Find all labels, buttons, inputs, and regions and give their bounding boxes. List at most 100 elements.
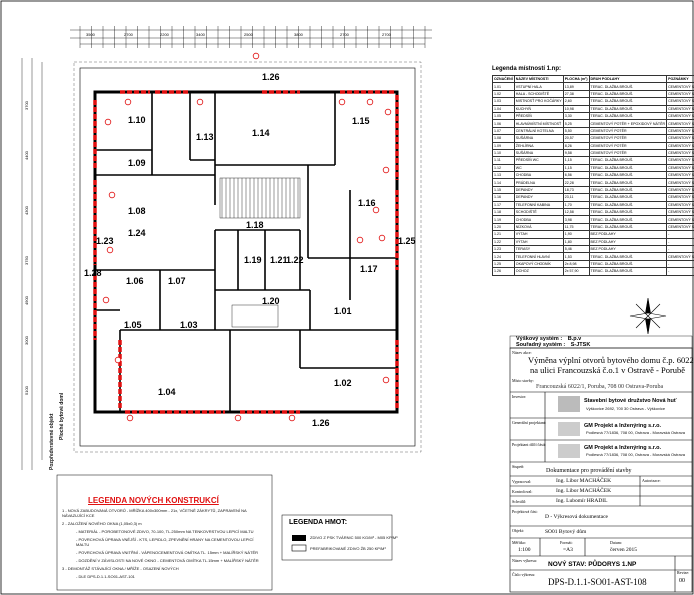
legend-cell: 1.09 — [492, 141, 515, 150]
part-logo — [558, 444, 580, 458]
legend-cell: - — [666, 244, 694, 254]
coord-system-label: Souřadný systém : — [516, 342, 566, 348]
legend-cell: TERAC. DLAŽBA BROUŠ. — [588, 163, 668, 173]
gen-address: Podlesná 77/1836, 708 00, Ostrava - Mora… — [586, 430, 685, 435]
legend-cell: 3,30 — [562, 111, 590, 121]
legend-cell: 1.17 — [492, 200, 515, 210]
legend-cell: 2x 57,90 — [562, 267, 590, 276]
dimension-lines-left — [21, 58, 43, 470]
legend-cell: TELEFONNÍ HLAVNÍ — [513, 252, 564, 261]
legend-cell: 1.15 — [492, 185, 515, 195]
side-label-left: Pozpředvrstevné objekt — [49, 413, 55, 470]
legend-header-cell: NÁZEV MÍSTNOSTI — [513, 74, 564, 84]
legend-cell: 1.01 — [492, 82, 515, 91]
dimension-label: 3400 — [196, 32, 206, 37]
legend-cell: 1.23 — [492, 244, 515, 254]
legend-cell: TERAC. DLAŽBA BROUŠ. — [588, 171, 668, 180]
room-label: 1.16 — [358, 198, 376, 208]
window-marker — [234, 414, 242, 422]
cast-value: D - Výkresová dokumentace — [545, 514, 608, 520]
room-label: 1.25 — [398, 236, 416, 246]
legend-cell: 1,15 — [562, 163, 590, 173]
legend-cell: 1.11 — [492, 156, 515, 165]
legend-cell: CEMENTOVÝ SOKLÍK — [666, 148, 694, 158]
room-label: 1.01 — [334, 306, 352, 316]
legend-cell: 1.08 — [492, 134, 515, 143]
walkway-outline — [73, 61, 422, 453]
legend-cell: 9,58 — [562, 148, 590, 158]
dimension-label: 2700 — [124, 32, 134, 37]
legend-cell: - — [666, 267, 694, 276]
coord-system-value: S-JTSK — [570, 342, 591, 348]
misto-value: Francouzská 6022/1, Poruba, 708 00 Ostra… — [536, 384, 664, 390]
room-label: 1.14 — [252, 128, 270, 138]
legend-cell: 1.13 — [492, 171, 515, 180]
legend-cell: TERAC. DLAŽBA BROUŠ. — [588, 178, 668, 187]
window-marker — [372, 206, 380, 214]
legend-cell: VÝTAH — [513, 230, 564, 239]
legend-cell: 1.06 — [492, 119, 515, 128]
legend-cell: 1.02 — [492, 89, 515, 99]
meritko-label: Měřítko: — [512, 540, 526, 545]
coord-label2: Souřadný systém : S-JTSK — [516, 342, 590, 348]
legend-cell: TERAC. DLAŽBA BROUŠ. — [588, 215, 668, 224]
legend-cell: CEMENTOVÝ POTĚR + EPOXIDOVÝ NÁTĚR — [588, 119, 668, 128]
legend-cell: 1.03 — [492, 97, 515, 106]
schvalil-label: Schválil: — [512, 499, 527, 504]
legend-cell: OCHOZ — [513, 267, 564, 276]
legend-cell: CEMENTOVÝ SOKLÍK — [666, 215, 694, 224]
legend-cell: TERAC. DLAŽBA BROUŠ. — [588, 185, 668, 195]
room-label: 1.07 — [168, 276, 186, 286]
room-label: 1.15 — [352, 116, 370, 126]
legend-cell: BEZ PODLAHY — [588, 244, 668, 254]
legend-cell: CEMENTOVÝ POTĚR — [588, 141, 668, 150]
legend-cell: 23,11 — [562, 193, 590, 202]
dimension-label: 3700 — [24, 100, 29, 110]
kontroloval-label: Kontroloval: — [512, 489, 533, 494]
legend-cell: 1.20 — [492, 222, 515, 232]
legend-cell: TERAC. DLAŽBA BROUŠ. — [588, 208, 668, 217]
objekt-label: Objekt: — [512, 528, 524, 533]
legend-cell: HALA - SCHODIŠTĚ — [513, 89, 564, 99]
legend-header-cell: PLOCHA (m²) — [562, 74, 590, 84]
gen-logo — [558, 422, 580, 436]
coord-height-label: Výškový systém : — [516, 336, 563, 342]
room-label: 1.02 — [334, 378, 352, 388]
dimension-label: 3750 — [24, 255, 29, 265]
legend-cell: PŘEDSÍŇ WC — [513, 156, 564, 165]
nazev-value: NOVÝ STAV: PŮDORYS 1.NP — [548, 561, 637, 568]
legend-cell: 10,98 — [562, 104, 590, 113]
window-marker — [124, 98, 132, 106]
cast-label: Projektová část: — [512, 509, 538, 514]
vypracoval-label: Vypracoval: — [512, 479, 532, 484]
legend-cell: TERAC. DLAŽBA BROUŠ. — [588, 259, 668, 269]
legend-cell: TERAC. DLAŽBA BROUŠ. — [588, 222, 668, 232]
legend-cell: CEMENTOVÝ SOKLÍK — [666, 104, 694, 113]
legend-cell: OKAPOVÝ CHODNÍK — [513, 259, 564, 269]
room-label: 1.18 — [246, 220, 264, 230]
dimension-label: 4300 — [24, 205, 29, 215]
legend-cell: 5,50 — [562, 126, 590, 136]
dimension-label: 4400 — [24, 150, 29, 160]
kontroloval-value: Ing. Libor MACHÁČEK — [556, 488, 612, 494]
legend-cell: CEMENTOVÝ POTĚR — [588, 126, 668, 136]
legend-cell: 1.10 — [492, 148, 515, 158]
legend-cell: DEPANDY — [513, 193, 564, 202]
room-label: 1.21 — [270, 255, 288, 265]
legend-cell: BEZ PODLAHY — [588, 230, 668, 239]
schvalil-value: Ing. Lubomír HRADIL — [556, 498, 608, 504]
legend-cell: 1.24 — [492, 252, 515, 261]
legend-cell: 2,60 — [562, 97, 590, 106]
